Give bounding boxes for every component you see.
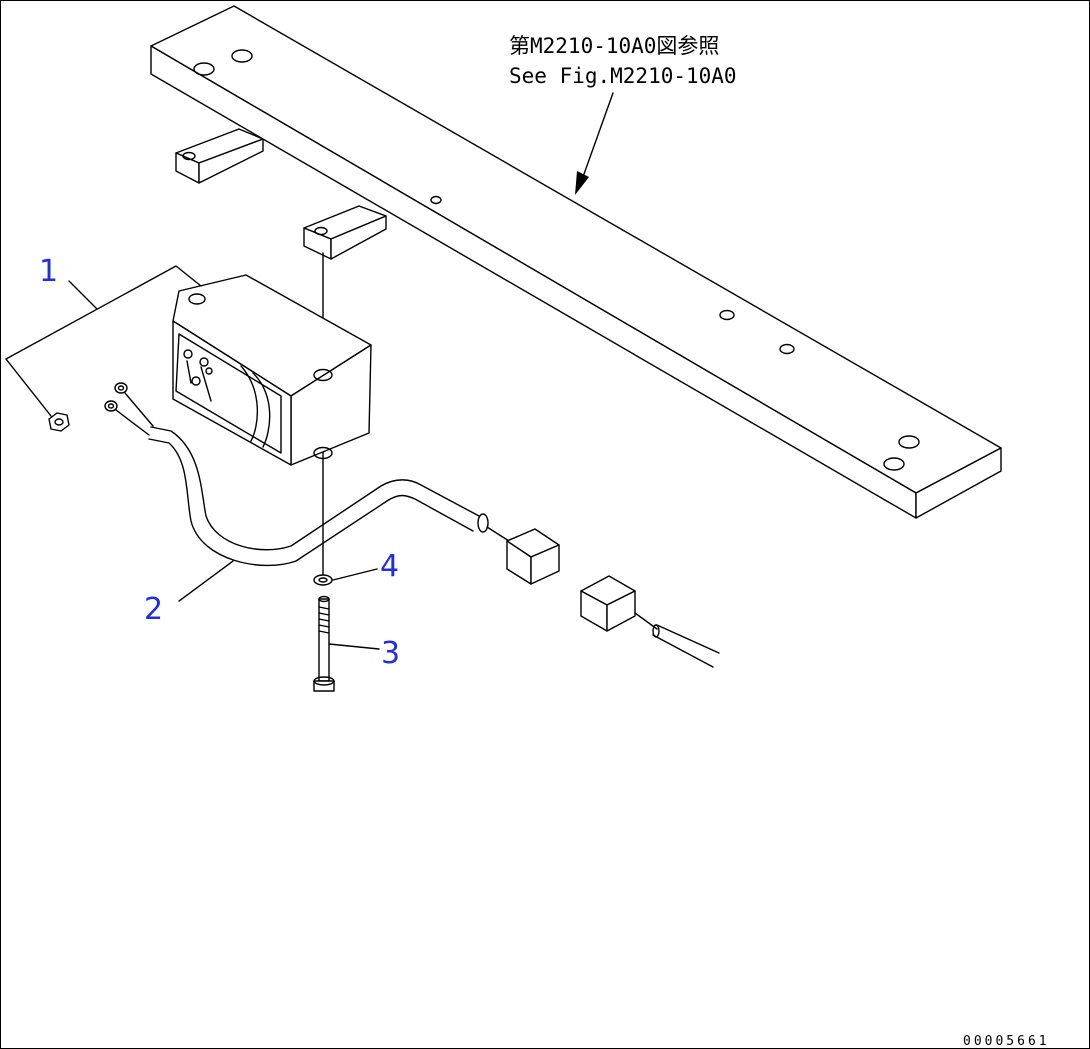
callout-3: 3 <box>381 636 400 671</box>
reference-arrow <box>575 92 614 195</box>
callout-1: 1 <box>39 254 58 289</box>
bolt <box>313 595 335 692</box>
lamp-box <box>172 274 372 466</box>
drawing-number: 00005661 <box>963 1034 1050 1049</box>
front-bracket <box>303 205 387 260</box>
reference-note-ja: 第M2210-10A0図参照 <box>509 34 719 58</box>
wiring-harness <box>148 426 560 585</box>
terminal-washers <box>104 382 154 436</box>
rear-bracket <box>175 128 264 184</box>
mating-connector <box>580 575 720 668</box>
reference-note-en: See Fig.M2210-10A0 <box>509 64 737 88</box>
callout-4: 4 <box>380 549 399 584</box>
washer <box>313 574 333 586</box>
callout-2: 2 <box>144 592 163 627</box>
callout-leaders <box>5 265 380 650</box>
nut <box>48 412 70 432</box>
frame-beam <box>150 5 1002 519</box>
